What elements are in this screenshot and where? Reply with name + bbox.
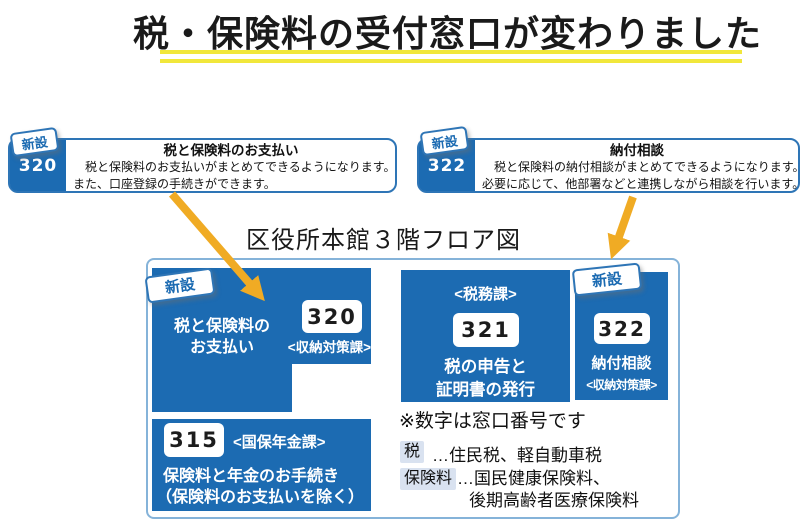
- pension-name-line1: 保険料と年金のお手続き: [163, 468, 340, 485]
- payment-dept-label: <収納対策課>: [287, 340, 371, 355]
- consult-area-name: 納付相談: [591, 355, 652, 372]
- page-title: 税・保険料の受付窓口が変わりました: [133, 13, 763, 54]
- tax-dept-label: <税務課>: [454, 286, 517, 303]
- callout-consult: 322 納付相談 税と保険料の納付相談がまとめてできるようになります。 必要に応…: [417, 138, 800, 193]
- legend-desc-insurance-1: …国民健康保険料、: [457, 469, 610, 488]
- callout-payment-content: 税と保険料のお支払い 税と保険料のお支払いがまとめてできるようになります。 また…: [66, 140, 395, 191]
- window-number-note: ※数字は窓口番号です: [399, 411, 586, 432]
- tax-area-name: 税の申告と 証明書の発行: [401, 356, 570, 402]
- callout-payment: 320 税と保険料のお支払い 税と保険料のお支払いがまとめてできるようになります…: [8, 138, 397, 193]
- floor-map-title: 区役所本館３階フロア図: [246, 227, 521, 254]
- title-underline-top: [160, 50, 742, 54]
- tax-name-line1: 税の申告と: [444, 358, 527, 376]
- floor-area-payment-ext: [152, 363, 292, 412]
- floor-map: 税と保険料の お支払い 320 <収納対策課> 新設 315 <国保年金課> 保…: [144, 258, 680, 519]
- pension-name-line2: （保険料のお支払いを除く）: [156, 489, 365, 506]
- window-number-chip: 315: [164, 423, 224, 457]
- legend-desc-insurance-2: 後期高齢者医療保険料: [469, 491, 639, 510]
- callout-payment-body-2: また、口座登録の手続きができます。: [73, 176, 276, 191]
- pension-dept-label: <国保年金課>: [233, 434, 326, 451]
- floor-area-pension: 315 <国保年金課> 保険料と年金のお手続き （保険料のお支払いを除く）: [152, 419, 371, 511]
- callout-payment-title: 税と保険料のお支払い: [163, 143, 299, 158]
- legend-desc-tax: …住民税、軽自動車税: [432, 446, 602, 465]
- consult-dept-label: <収納対策課>: [586, 378, 657, 392]
- floor-area-payment-name: 税と保険料の お支払い: [152, 316, 292, 358]
- payment-name-line1: 税と保険料の: [173, 318, 270, 335]
- window-number-chip: 320: [302, 300, 362, 333]
- callout-consult-title: 納付相談: [610, 143, 664, 158]
- callout-consult-body-1: 税と保険料の納付相談がまとめてできるようになります。: [494, 160, 798, 174]
- callout-consult-content: 納付相談 税と保険料の納付相談がまとめてできるようになります。 必要に応じて、他…: [475, 140, 798, 191]
- payment-name-line2: お支払い: [189, 339, 254, 356]
- tax-name-line2: 証明書の発行: [436, 381, 535, 399]
- callout-consult-body-2: 必要に応じて、他部署などと連携しながら相談を行います。: [482, 176, 798, 191]
- floor-area-tax: <税務課> 321 税の申告と 証明書の発行: [401, 270, 570, 402]
- arrow-to-window-322-icon: [607, 195, 637, 260]
- title-underline-bottom: [160, 59, 742, 63]
- window-number-chip: 321: [453, 313, 519, 347]
- legend-term-tax: 税: [400, 441, 425, 463]
- callout-payment-body-1: 税と保険料のお支払いがまとめてできるようになります。: [85, 160, 395, 174]
- legend-term-insurance: 保険料: [400, 468, 457, 490]
- window-number-chip: 322: [594, 313, 650, 344]
